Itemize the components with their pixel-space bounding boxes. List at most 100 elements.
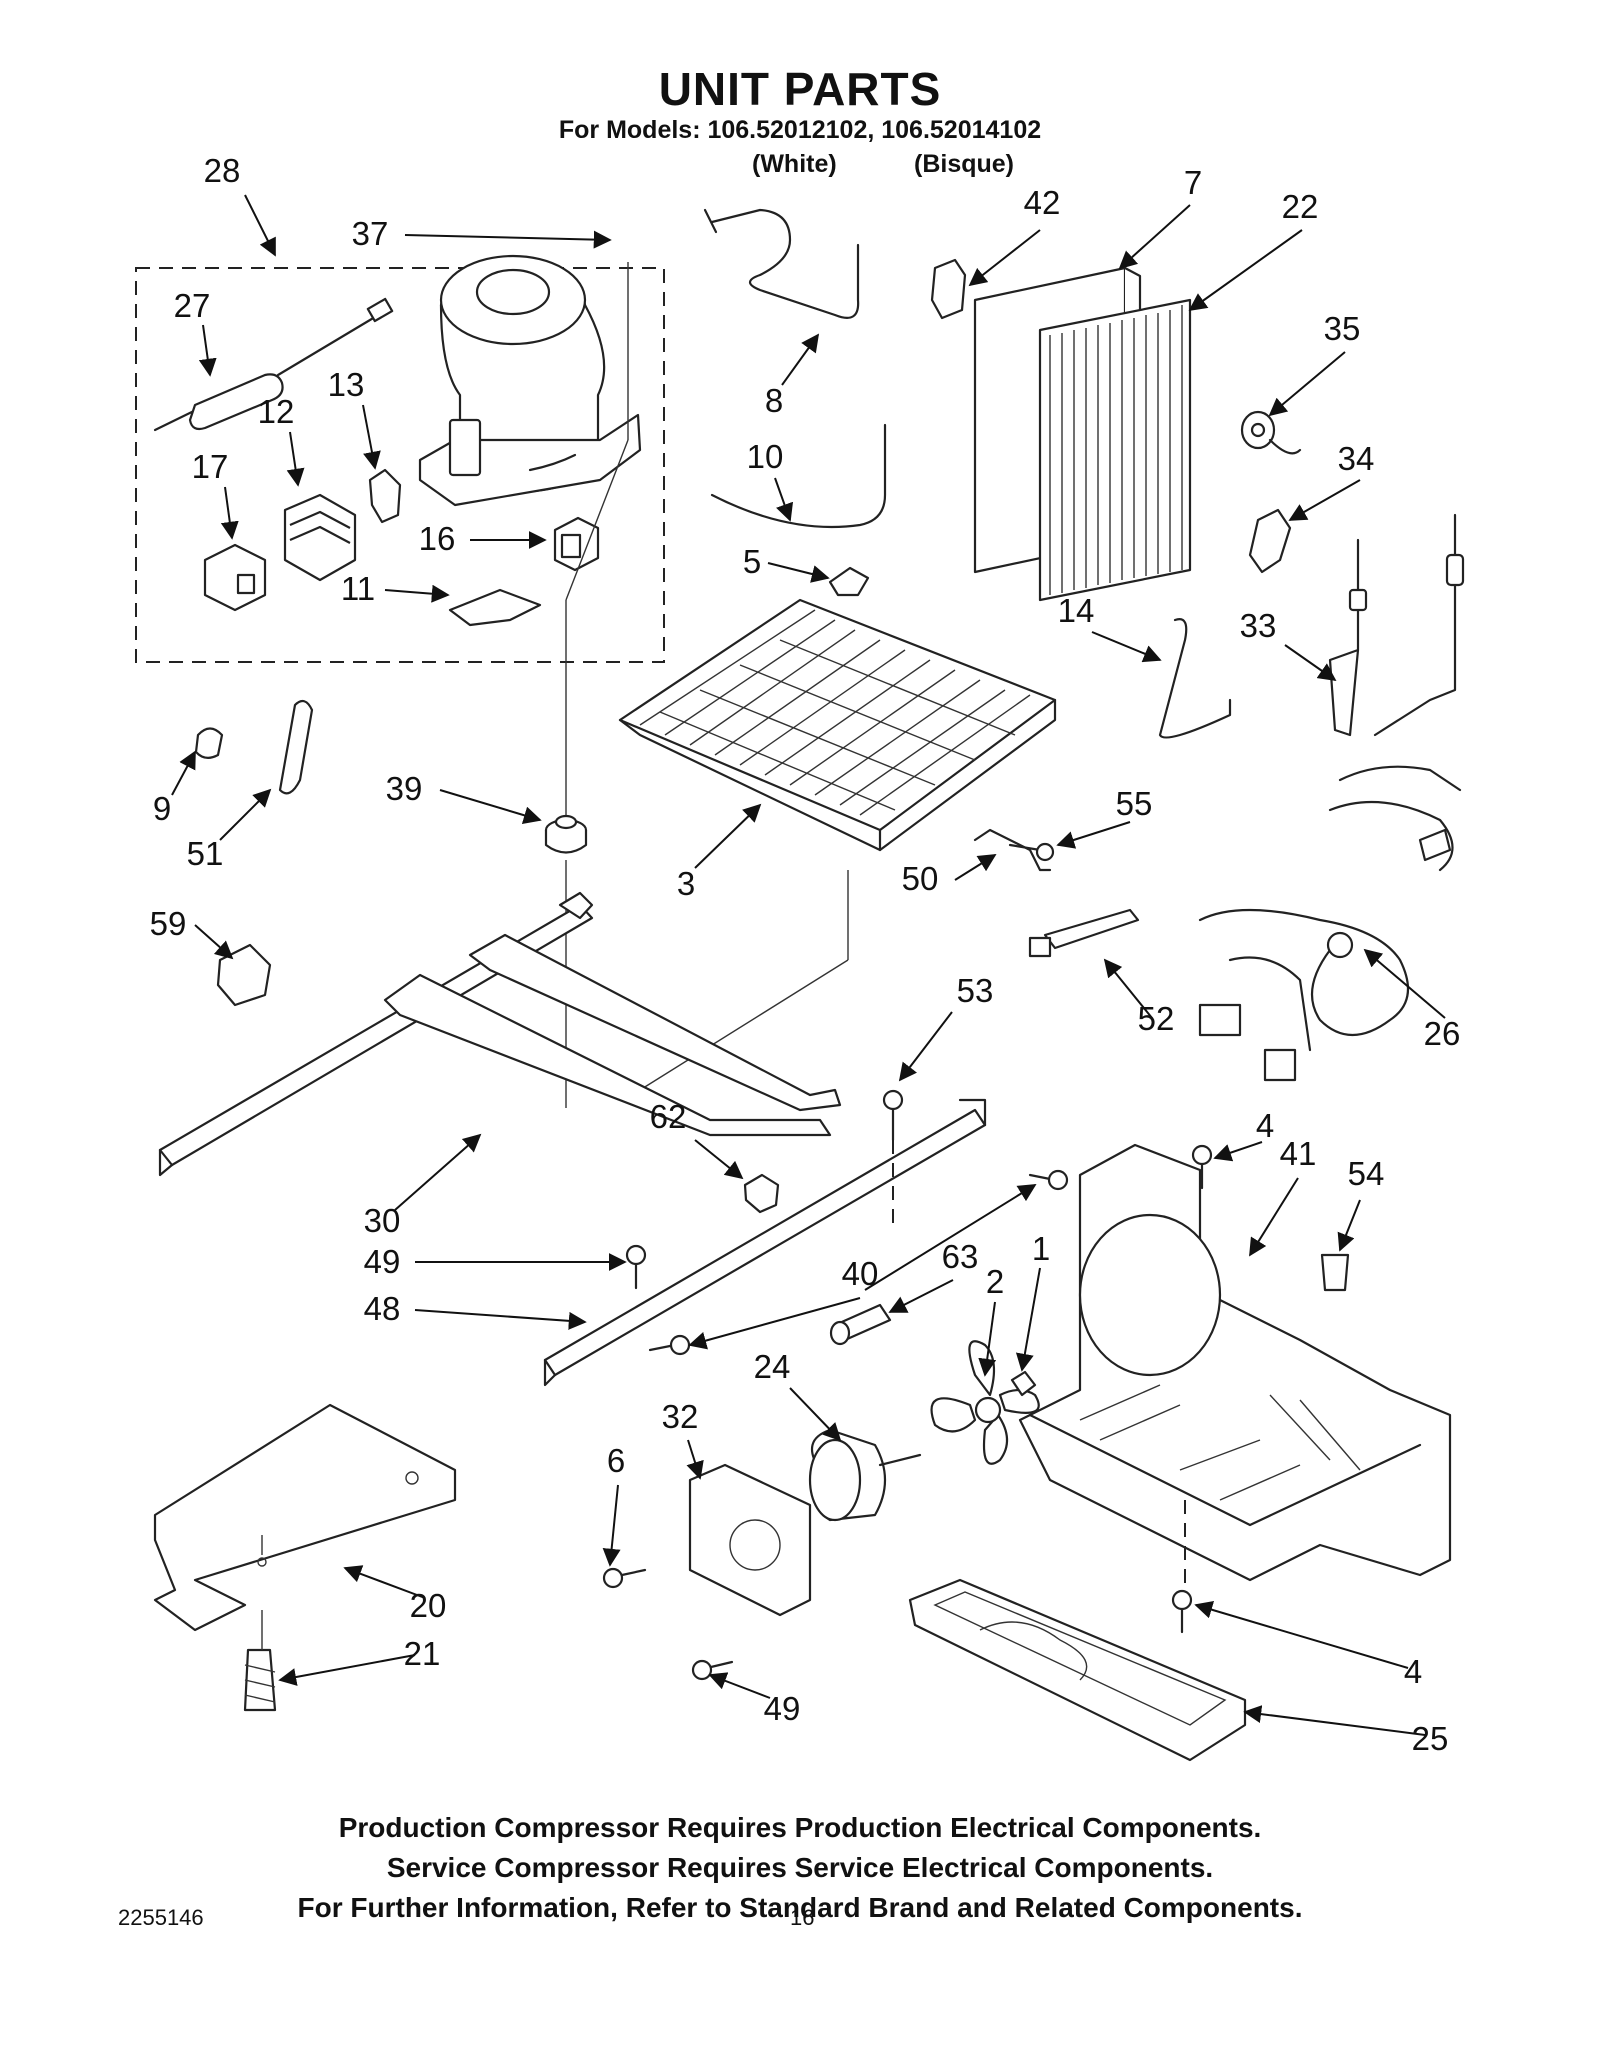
- screw-49a-part: [625, 1244, 647, 1290]
- condenser-housing-part: [973, 266, 1192, 602]
- variant-bisque: (Bisque): [914, 150, 1014, 178]
- base-pan-part: [1018, 1143, 1452, 1582]
- callout-c28: 28: [204, 152, 241, 189]
- screw-6-part: [602, 1567, 647, 1589]
- cover-20-part: [153, 1403, 457, 1632]
- note-further-info: For Further Information, Refer to Standa…: [297, 1892, 1303, 1923]
- wire-nut-part: [1320, 1253, 1350, 1292]
- notes-block: Production Compressor Requires Productio…: [0, 1808, 1600, 1928]
- callout-c6: 6: [607, 1442, 625, 1479]
- screw-upper-40: [1028, 1169, 1069, 1191]
- callout-c32: 32: [662, 1398, 699, 1435]
- callout-c8: 8: [765, 382, 783, 419]
- callout-c37: 37: [352, 215, 389, 252]
- tube-10-part: [710, 423, 887, 529]
- callout-c48: 48: [364, 1290, 401, 1327]
- callout-c25: 25: [1412, 1720, 1449, 1757]
- callout-c4a: 4: [1256, 1107, 1274, 1144]
- callout-c42: 42: [1024, 184, 1061, 221]
- screw-55-part: [1008, 842, 1055, 862]
- capacitor-part: [553, 516, 600, 572]
- callout-c62: 62: [650, 1098, 687, 1135]
- compressor-part: [418, 254, 642, 507]
- callout-c39: 39: [386, 770, 423, 807]
- callout-c52: 52: [1138, 1000, 1175, 1037]
- defrost-heater-part: [1328, 513, 1465, 737]
- callout-c59: 59: [150, 905, 187, 942]
- callout-c14: 14: [1058, 592, 1095, 629]
- screw-53-part: [882, 1089, 904, 1142]
- bracket-50-part: [973, 828, 1052, 872]
- clip-34-part: [1248, 508, 1292, 574]
- crossbar-48-part: [543, 1108, 987, 1377]
- models-line: For Models: 106.52012102, 106.52014102: [558, 116, 1042, 144]
- compressor-assembly-box: [135, 267, 665, 663]
- page-title: UNIT PARTS: [658, 63, 942, 115]
- bracket-part: [448, 588, 542, 627]
- motor-bracket-part: [688, 1463, 812, 1617]
- callout-c51: 51: [187, 835, 224, 872]
- callout-c24: 24: [754, 1348, 791, 1385]
- page-number: 16: [790, 1905, 815, 1930]
- note-service: Service Compressor Requires Service Elec…: [386, 1852, 1214, 1883]
- callout-c4b: 4: [1404, 1653, 1422, 1690]
- grommet-9-part: [194, 727, 224, 759]
- callout-c22: 22: [1282, 188, 1319, 225]
- drain-pan-part: [908, 1578, 1247, 1762]
- start-relay-part: [283, 493, 357, 582]
- callout-c30: 30: [364, 1202, 401, 1239]
- fan-motor-part: [808, 1428, 922, 1522]
- variant-white: (White): [752, 150, 837, 178]
- callout-c49b: 49: [764, 1690, 801, 1727]
- hanger-14-part: [1158, 618, 1232, 739]
- callout-c49a: 49: [364, 1243, 401, 1280]
- callout-c12: 12: [258, 393, 295, 430]
- clip-62-part: [743, 1173, 780, 1214]
- callout-c2: 2: [986, 1263, 1004, 1300]
- screw-40-part: [648, 1334, 691, 1356]
- callout-c17: 17: [192, 448, 229, 485]
- callout-c40: 40: [842, 1255, 879, 1292]
- fan-blade-part: [930, 1340, 1040, 1465]
- grommet-39-part: [544, 814, 588, 854]
- callout-c34: 34: [1338, 440, 1375, 477]
- wire-tie-part: [1043, 908, 1140, 950]
- callout-c50: 50: [902, 860, 939, 897]
- clip-part: [368, 468, 402, 524]
- callout-c55: 55: [1116, 785, 1153, 822]
- callout-c53: 53: [957, 972, 994, 1009]
- callout-c35: 35: [1324, 310, 1361, 347]
- screw-4b-part: [1171, 1589, 1193, 1634]
- document-number: 2255146: [118, 1905, 204, 1930]
- clip-59-part: [216, 943, 272, 1007]
- thermostat-part: [1240, 410, 1302, 455]
- callout-c21: 21: [404, 1635, 441, 1672]
- evaporator-part: [618, 598, 1057, 852]
- screw-4a-part: [1191, 1144, 1213, 1190]
- callout-c33: 33: [1240, 607, 1277, 644]
- callout-c16: 16: [419, 520, 456, 557]
- callout-c54: 54: [1348, 1155, 1385, 1192]
- note-production: Production Compressor Requires Productio…: [338, 1812, 1262, 1843]
- wiring-harness-part: [1198, 765, 1462, 1082]
- clip-5-part: [828, 566, 870, 597]
- spacer-63-part: [829, 1303, 892, 1346]
- callout-c5: 5: [743, 543, 761, 580]
- callout-c3: 3: [677, 865, 695, 902]
- callout-c26: 26: [1424, 1015, 1461, 1052]
- callout-c10: 10: [747, 438, 784, 475]
- bracket-1-part: [1010, 1370, 1037, 1397]
- bracket-42-part: [930, 258, 967, 320]
- relay-cover-part: [203, 543, 267, 612]
- screw-49b-part: [691, 1659, 734, 1681]
- callout-c7: 7: [1184, 164, 1202, 201]
- thermal-protector-part: [153, 297, 394, 432]
- tube-51-part: [278, 699, 314, 795]
- frame-rail-part: [158, 891, 842, 1177]
- foot-21-part: [243, 1648, 277, 1712]
- tube-8-part: [710, 208, 860, 319]
- callout-c11: 11: [341, 570, 375, 607]
- callout-c13: 13: [328, 366, 365, 403]
